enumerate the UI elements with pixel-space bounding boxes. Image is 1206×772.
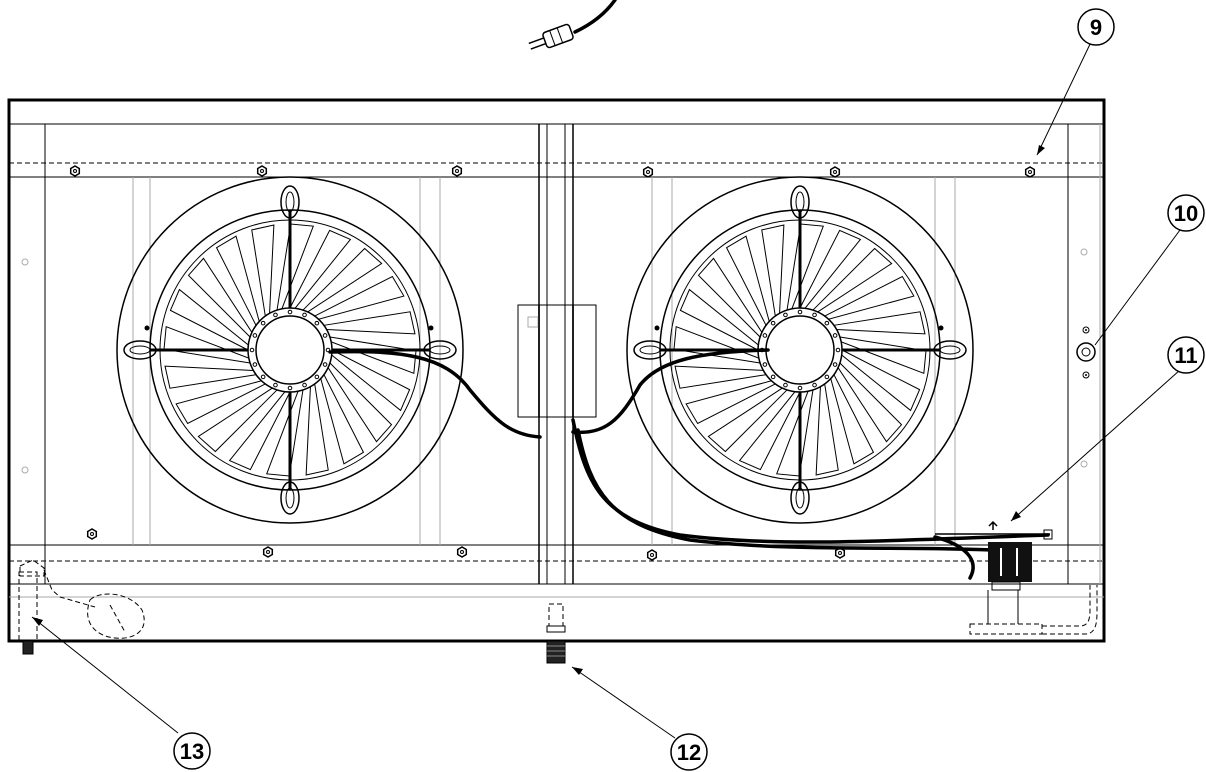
fan-mount-tab: [790, 185, 810, 219]
housing: [7, 98, 1106, 643]
hex-nut: [646, 549, 658, 561]
hex-nut: [834, 547, 846, 559]
callout-10: 10: [1167, 194, 1205, 232]
mounting-hole: [1080, 248, 1088, 256]
callout-13: 13: [173, 732, 211, 770]
fan-mount-tab: [933, 340, 967, 360]
fan-blade: [815, 383, 839, 476]
fan-right: [626, 176, 974, 524]
fan-blade: [228, 391, 291, 471]
fan-blade: [738, 391, 801, 471]
hex-nut: [86, 528, 98, 540]
fan-blade: [289, 229, 352, 309]
fan-blade: [761, 224, 785, 317]
hex-nut: [829, 166, 841, 178]
fan-blade: [331, 349, 411, 412]
fan-mount-tab: [633, 340, 667, 360]
power-cord-plug: [528, 0, 617, 50]
hex-nut: [69, 165, 81, 177]
callout-13-label: 13: [180, 739, 204, 764]
fan-blade: [799, 229, 862, 309]
fan-blade: [674, 365, 767, 389]
callout-12: 12: [670, 733, 708, 771]
fan-blade: [725, 235, 770, 327]
fan-left: [116, 176, 464, 524]
fan-blade: [320, 373, 365, 465]
mounting-hole: [1080, 460, 1088, 468]
mounting-bolt: [1076, 326, 1096, 379]
fan-blade: [830, 373, 875, 465]
hex-nut: [262, 546, 274, 558]
leader-lines: [31, 39, 1181, 739]
fan-blade: [175, 380, 267, 425]
fan-blade: [251, 224, 275, 317]
fan-blade: [313, 275, 405, 320]
hex-nut: [256, 165, 268, 177]
hex-nut: [642, 166, 654, 178]
fan-blade: [685, 380, 777, 425]
mounting-hardware: [21, 165, 1088, 561]
fan-blade: [323, 311, 416, 335]
mounting-hole: [21, 466, 29, 474]
fan-blade: [679, 288, 759, 351]
fan-mount-tab: [280, 185, 300, 219]
callout-11: 11: [1167, 336, 1205, 374]
fan-blade: [305, 383, 329, 476]
thermostat-solenoid: [935, 520, 1098, 635]
fan-mount-tab: [790, 481, 810, 515]
hex-nut: [456, 546, 468, 558]
callout-10-label: 10: [1174, 201, 1198, 226]
fan-blade: [841, 349, 921, 412]
mounting-hole: [21, 258, 29, 266]
callout-11-label: 11: [1174, 343, 1197, 368]
fan-blade: [164, 365, 257, 389]
hex-nut: [1024, 166, 1036, 178]
motor-hub: [247, 307, 333, 393]
drain-fitting: [546, 603, 566, 664]
fan-blade: [169, 288, 249, 351]
float-switch: [18, 559, 145, 655]
fan-wiring: [328, 348, 1050, 580]
callout-12-label: 12: [677, 740, 701, 765]
callout-9: 9: [1077, 8, 1115, 46]
callout-9-label: 9: [1090, 15, 1102, 40]
fan-blade: [823, 275, 915, 320]
fan-mount-tab: [423, 340, 457, 360]
fan-mount-tab: [280, 481, 300, 515]
motor-hub: [757, 307, 843, 393]
fan-mount-tab: [123, 340, 157, 360]
fan-blade: [215, 235, 260, 327]
hex-nut: [451, 165, 463, 177]
fan-blade: [833, 311, 926, 335]
